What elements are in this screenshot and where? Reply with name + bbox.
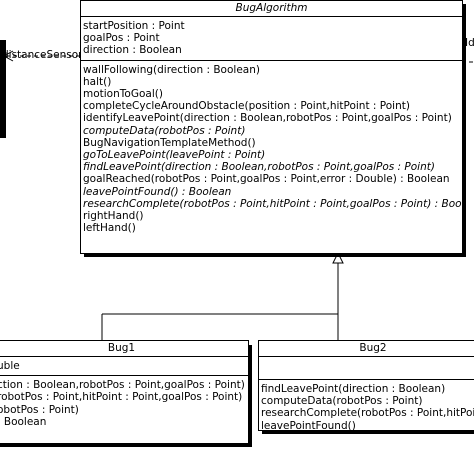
class-bug1-operations: ction : Boolean,robotPos : Point,goalPos…	[0, 376, 248, 431]
bugalgorithm-attribute-1: goalPos : Point	[83, 32, 160, 45]
class-bug2-name: Bug2	[259, 341, 474, 357]
bug2-operation-2: researchComplete(robotPos : Point,hitPoi…	[261, 407, 474, 420]
right-edge-label: Id	[465, 37, 474, 49]
bugalgorithm-operation-9: goalReached(robotPos : Point,goalPos : P…	[83, 173, 450, 186]
bug1-operation-3: : Boolean	[0, 415, 47, 428]
bug1-shadow	[248, 345, 252, 447]
bugalgorithm-operation-2: motionToGoal()	[83, 88, 163, 101]
class-bug2: Bug2 findLeavePoint(direction : Boolean)…	[258, 340, 474, 431]
bugalgorithm-shadow-bottom	[84, 253, 466, 257]
distance-sensor-label: distanceSensor	[2, 49, 83, 61]
bug1-attribute-0: uble	[0, 360, 20, 372]
bugalgorithm-operation-11: researchComplete(robotPos : Point,hitPoi…	[83, 197, 463, 210]
class-bug1-name: Bug1	[0, 341, 248, 357]
class-bug1-attributes: uble	[0, 357, 248, 377]
bugalgorithm-operation-0: wallFollowing(direction : Boolean)	[83, 63, 260, 76]
class-bugalgorithm-operations: wallFollowing(direction : Boolean)halt()…	[81, 61, 462, 238]
bugalgorithm-operation-5: computeData(robotPos : Point)	[83, 124, 246, 137]
class-bug2-operations: findLeavePoint(direction : Boolean)compu…	[259, 380, 474, 431]
bug1-shadow-bottom	[0, 443, 252, 447]
bugalgorithm-attribute-2: direction : Boolean	[83, 44, 182, 57]
left-component-edge	[0, 40, 6, 138]
class-bug2-attributes	[259, 357, 474, 380]
class-bugalgorithm-name: BugAlgorithm	[81, 1, 462, 17]
bugalgorithm-operation-3: completeCycleAroundObstacle(position : P…	[83, 100, 410, 113]
bugalgorithm-operation-10: leavePointFound() : Boolean	[83, 185, 232, 198]
bug2-operation-3: leavePointFound()	[261, 419, 356, 431]
bugalgorithm-attribute-0: startPosition : Point	[83, 20, 185, 32]
bugalgorithm-operation-7: goToLeavePoint(leavePoint : Point)	[83, 149, 266, 162]
bugalgorithm-operation-13: leftHand()	[83, 222, 136, 235]
bug1-operation-2: obotPos : Point)	[0, 403, 79, 416]
bug2-operation-0: findLeavePoint(direction : Boolean)	[261, 383, 446, 395]
class-bug1: Bug1 uble ction : Boolean,robotPos : Poi…	[0, 340, 249, 444]
bug1-operation-0: ction : Boolean,robotPos : Point,goalPos…	[0, 379, 245, 392]
bugalgorithm-operation-6: BugNavigationTemplateMethod()	[83, 136, 256, 149]
bug1-operation-1: robotPos : Point,hitPoint : Point,goalPo…	[0, 391, 243, 404]
inheritance-triangle	[332, 251, 344, 264]
bugalgorithm-operation-4: identifyLeavePoint(direction : Boolean,r…	[83, 112, 452, 125]
bugalgorithm-operation-8: findLeavePoint(direction : Boolean,robot…	[83, 161, 435, 174]
bug2-operation-1: computeData(robotPos : Point)	[261, 395, 423, 408]
bugalgorithm-operation-12: rightHand()	[83, 210, 144, 223]
bugalgorithm-operation-1: halt()	[83, 75, 112, 88]
bug2-shadow-bottom	[262, 430, 474, 434]
bugalgorithm-shadow	[462, 4, 466, 257]
